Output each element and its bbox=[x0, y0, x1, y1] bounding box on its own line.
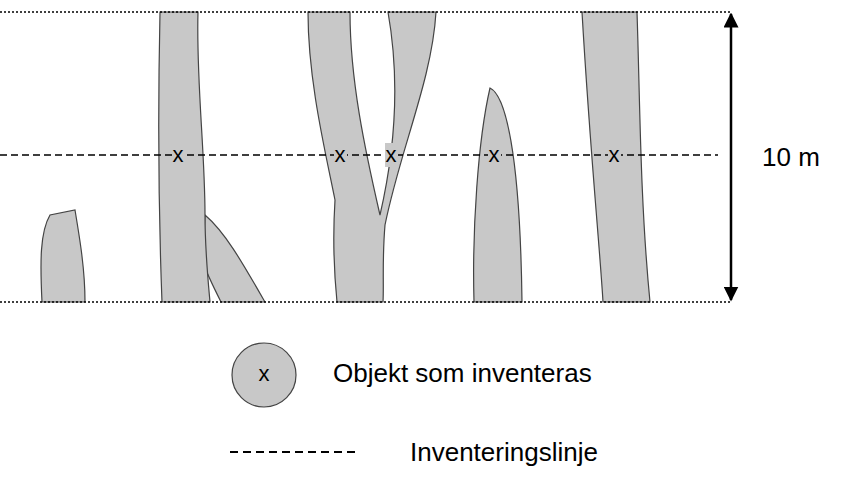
dimension-arrow bbox=[730, 14, 733, 300]
legend-text: Objekt som inventeras bbox=[333, 359, 592, 388]
object-mark: x bbox=[488, 143, 501, 167]
legend-line-sample bbox=[230, 451, 360, 453]
legend-text: Inventeringslinje bbox=[410, 438, 598, 467]
legend-object-symbol bbox=[232, 343, 296, 407]
object-mark: x bbox=[172, 143, 185, 167]
tree-trunk bbox=[159, 12, 210, 302]
object-mark: x bbox=[258, 362, 271, 386]
object-mark: x bbox=[385, 143, 398, 167]
tree-trunk bbox=[582, 12, 650, 302]
stump bbox=[41, 210, 85, 302]
forked-tree bbox=[308, 12, 436, 302]
plot-boundary bbox=[0, 301, 730, 303]
plot-boundary bbox=[0, 11, 730, 13]
snag bbox=[474, 88, 522, 302]
object-mark: x bbox=[334, 143, 347, 167]
dimension-label: 10 m bbox=[762, 143, 820, 172]
fallen-branch bbox=[203, 215, 265, 302]
object-mark: x bbox=[608, 143, 621, 167]
